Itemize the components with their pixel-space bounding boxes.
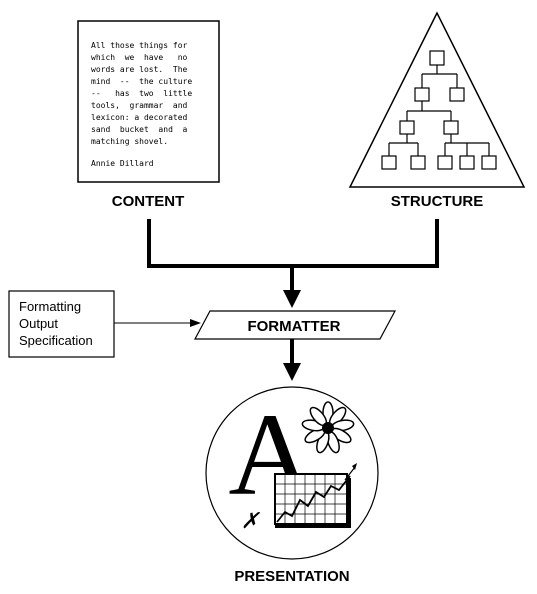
formatter-box — [193, 310, 397, 340]
x-mark-icon: ✗ — [241, 509, 261, 534]
tree-node — [381, 155, 397, 170]
spec-arrow-head — [190, 319, 201, 327]
tree-node — [449, 87, 465, 102]
quote-line: words are lost. The — [91, 65, 188, 74]
presentation-label: PRESENTATION — [234, 568, 349, 585]
spec-box: Formatting Output Specification — [8, 290, 115, 358]
content-label: CONTENT — [112, 193, 185, 210]
structure-triangle — [348, 11, 526, 188]
spec-line: Formatting — [19, 299, 81, 314]
tree-node — [399, 120, 415, 135]
tree-node — [437, 155, 453, 170]
quote-line: mind -- the culture — [91, 77, 192, 86]
quote-line: -- has two little — [91, 89, 192, 98]
content-document: All those things for which we have no wo… — [77, 20, 220, 183]
quote-line: which we have no — [91, 53, 188, 62]
flower-icon — [301, 401, 355, 454]
quote-line: matching shovel. — [91, 137, 168, 146]
structure-tree — [381, 50, 497, 170]
quote-author: Annie Dillard — [91, 159, 154, 168]
quote-line: tools, grammar and — [91, 101, 188, 110]
merge-connector — [147, 219, 439, 292]
tree-node — [481, 155, 497, 170]
tree-node — [459, 155, 475, 170]
spec-line: Specification — [19, 333, 93, 348]
grid-chart-icon — [274, 463, 357, 528]
quote-line: sand bucket and a — [91, 125, 188, 134]
tree-node — [443, 120, 459, 135]
tree-node — [414, 87, 430, 102]
quote-line: All those things for — [91, 41, 188, 50]
tree-node — [429, 50, 445, 66]
arrow-head — [283, 290, 301, 308]
quote-line: lexicon: a decorated — [91, 113, 188, 122]
structure-label: STRUCTURE — [391, 193, 484, 210]
output-arrow-head — [283, 363, 301, 381]
tree-node — [410, 155, 426, 170]
spec-line: Output — [19, 316, 58, 331]
formatter-label: FORMATTER — [247, 318, 340, 335]
